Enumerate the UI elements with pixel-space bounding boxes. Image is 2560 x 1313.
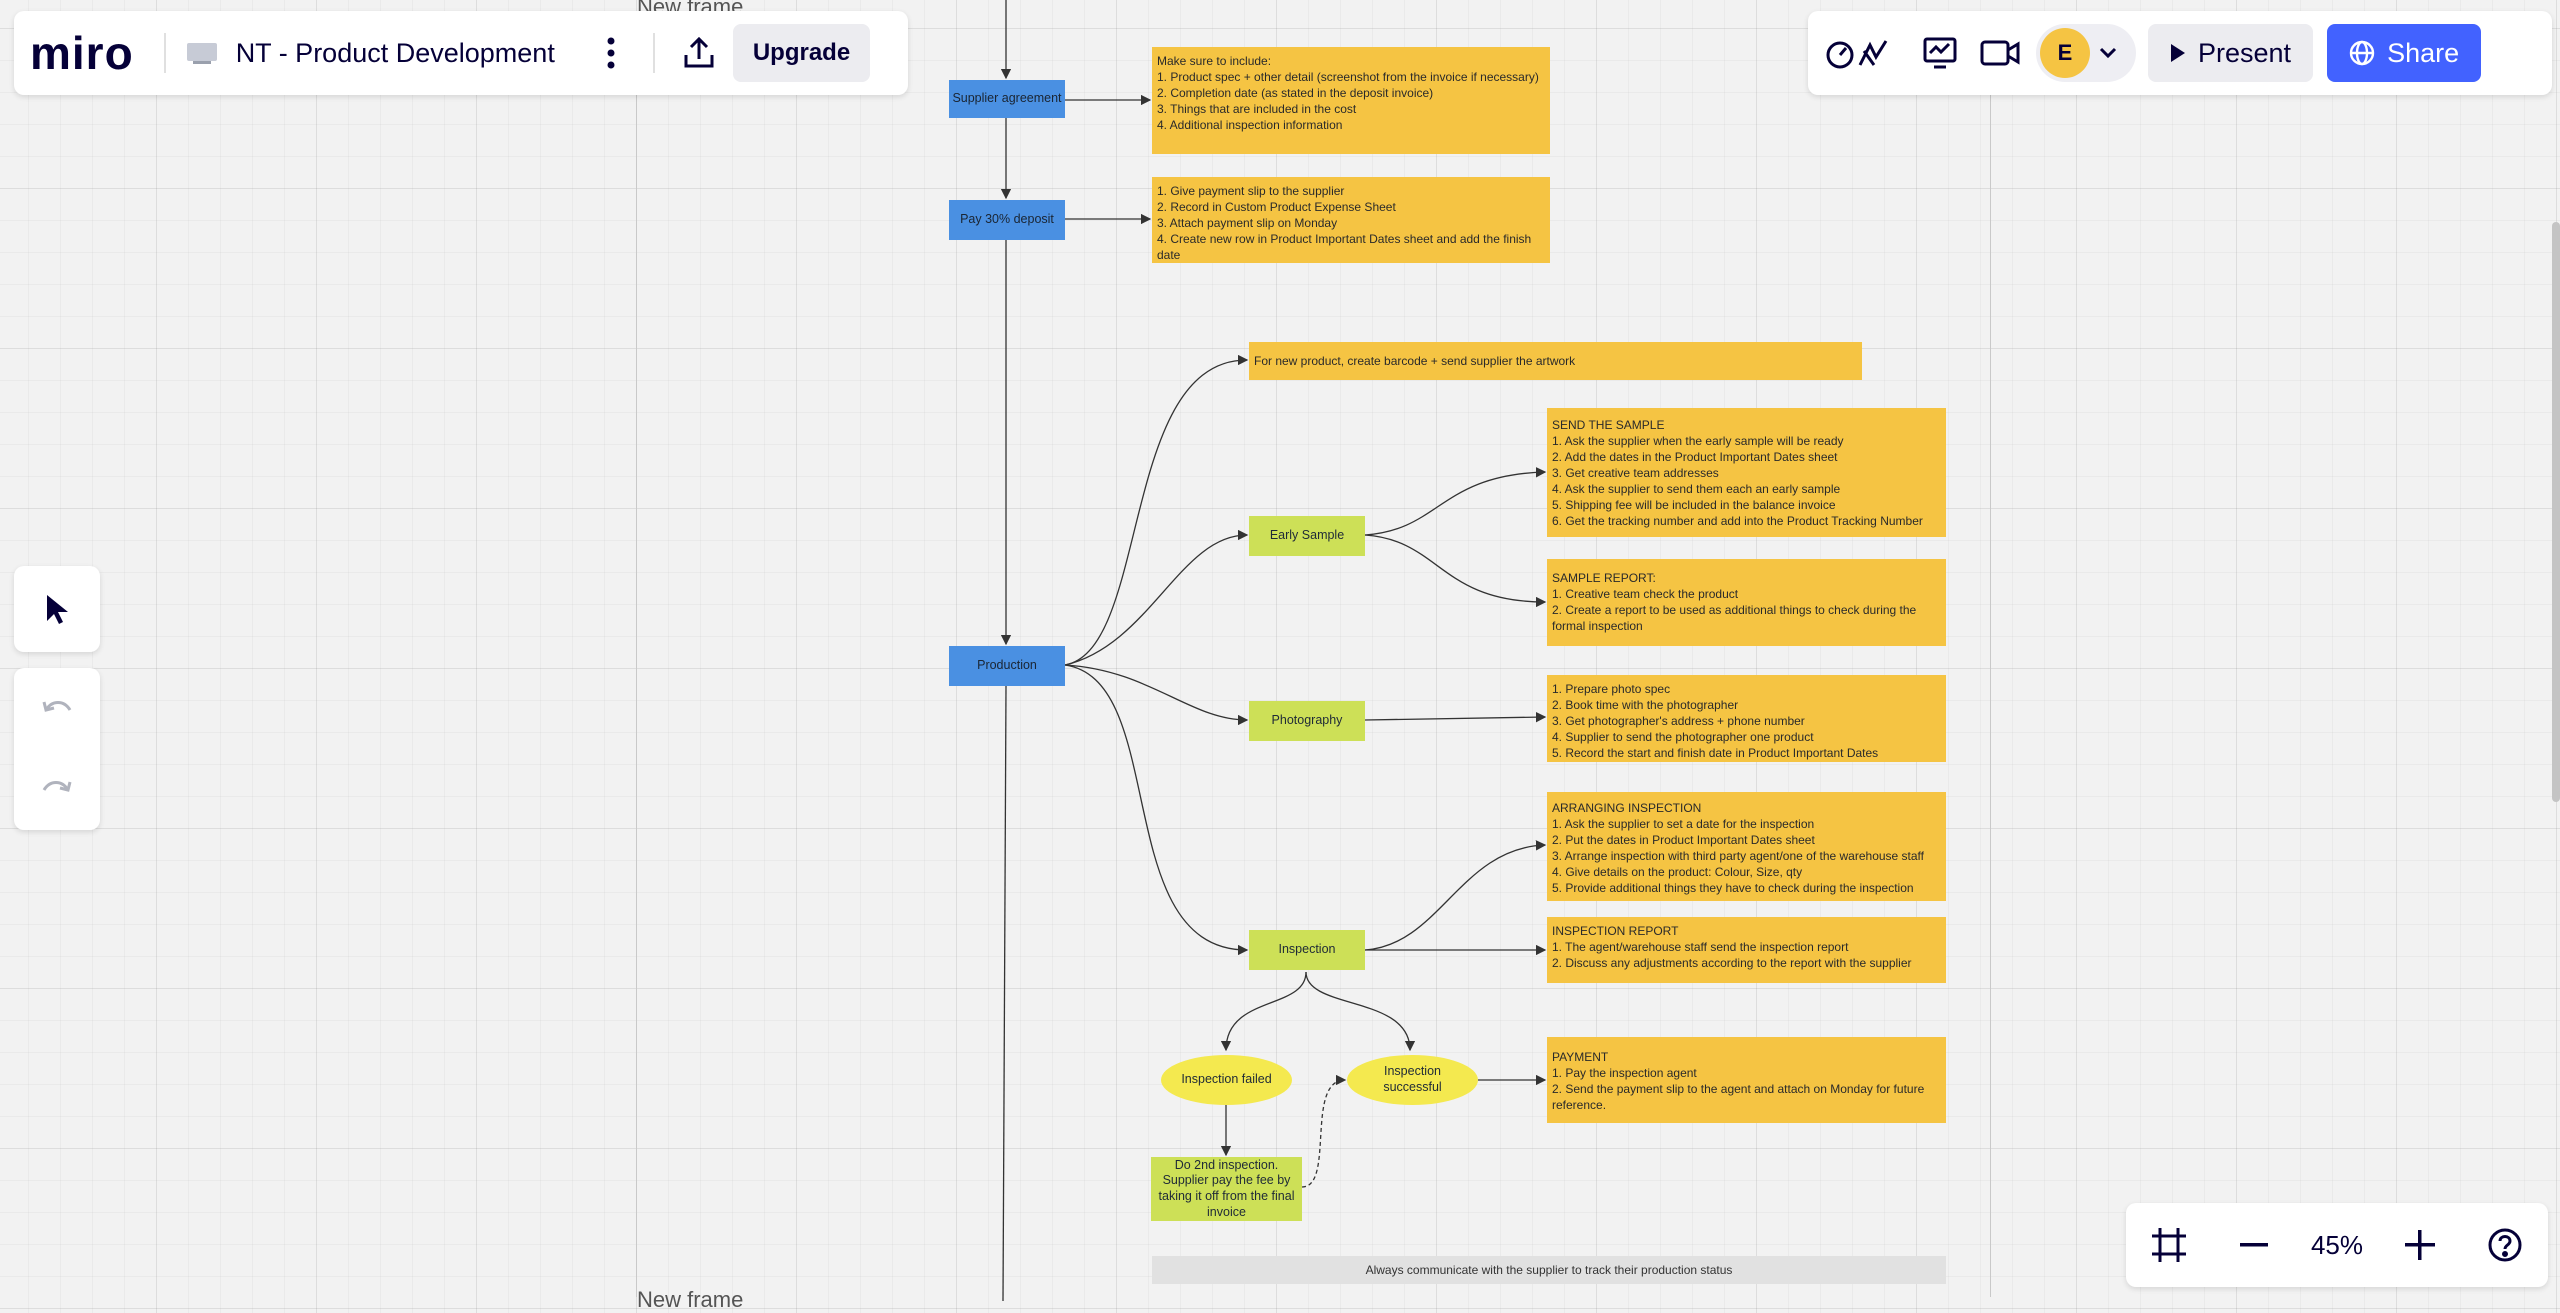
share-button[interactable]: Share (2327, 24, 2482, 82)
miro-logo[interactable]: miro (30, 27, 134, 79)
note-send-sample[interactable]: SEND THE SAMPLE 1. Ask the supplier when… (1547, 408, 1946, 537)
note-payment-slip[interactable]: 1. Give payment slip to the supplier 2. … (1152, 177, 1550, 263)
note-make-sure[interactable]: Make sure to include: 1. Product spec + … (1152, 47, 1550, 154)
help-icon[interactable] (2477, 1217, 2533, 1273)
note-photography[interactable]: 1. Prepare photo spec 2. Book time with … (1547, 675, 1946, 762)
globe-icon (2349, 40, 2375, 66)
divider (652, 33, 655, 73)
node-early-sample[interactable]: Early Sample (1249, 516, 1365, 556)
select-tool-panel (14, 566, 100, 652)
avatar[interactable]: E (2040, 28, 2090, 78)
node-inspection[interactable]: Inspection (1249, 930, 1365, 970)
activity-icon[interactable] (1912, 25, 1968, 81)
note-arranging-inspection[interactable]: ARRANGING INSPECTION 1. Ask the supplier… (1547, 792, 1946, 901)
play-icon (2171, 44, 2185, 62)
divider (163, 33, 166, 73)
note-communicate[interactable]: Always communicate with the supplier to … (1152, 1256, 1946, 1284)
chevron-down-icon[interactable] (2090, 35, 2126, 71)
board-header: miro NT - Product Development Upgrade (14, 11, 908, 95)
note-inspection-report[interactable]: INSPECTION REPORT 1. The agent/warehouse… (1547, 917, 1946, 983)
frames-icon[interactable] (2141, 1217, 2197, 1273)
export-icon[interactable] (671, 25, 727, 81)
redo-icon[interactable] (14, 748, 100, 828)
frame-border (1990, 22, 1991, 1297)
frame-border (636, 22, 637, 1297)
node-inspection-failed[interactable]: Inspection failed (1161, 1055, 1292, 1105)
zoom-level[interactable]: 45% (2310, 1229, 2364, 1260)
note-sample-report[interactable]: SAMPLE REPORT: 1. Creative team check th… (1547, 559, 1946, 646)
share-label: Share (2387, 37, 2460, 68)
node-pay-deposit[interactable]: Pay 30% deposit (949, 200, 1065, 240)
node-production[interactable]: Production (949, 646, 1065, 686)
node-photography[interactable]: Photography (1249, 701, 1365, 741)
present-label: Present (2198, 37, 2292, 68)
note-barcode[interactable]: For new product, create barcode + send s… (1249, 342, 1862, 380)
board-thumbnail-icon[interactable] (182, 25, 222, 81)
node-second-inspection[interactable]: Do 2nd inspection. Supplier pay the fee … (1151, 1157, 1302, 1221)
node-inspection-successful[interactable]: Inspection successful (1347, 1055, 1478, 1105)
vertical-scrollbar[interactable] (2552, 222, 2560, 802)
zoom-out-icon[interactable] (2226, 1217, 2282, 1273)
collaboration-toolbar: E Present Share (1808, 11, 2552, 95)
undo-icon[interactable] (14, 668, 100, 748)
node-supplier-agreement[interactable]: Supplier agreement (949, 80, 1065, 118)
present-button[interactable]: Present (2148, 24, 2314, 82)
video-call-icon[interactable] (1972, 25, 2028, 81)
collaborators-menu[interactable]: E (2036, 24, 2136, 82)
note-payment[interactable]: PAYMENT 1. Pay the inspection agent 2. S… (1547, 1037, 1946, 1123)
reactions-icon[interactable] (1818, 25, 1902, 81)
select-cursor-icon[interactable] (14, 566, 100, 652)
zoom-in-icon[interactable] (2392, 1217, 2448, 1273)
zoom-toolbar: 45% (2126, 1203, 2548, 1287)
history-panel (14, 668, 100, 830)
more-options-icon[interactable] (583, 25, 639, 81)
board-title[interactable]: NT - Product Development (235, 37, 555, 68)
upgrade-button[interactable]: Upgrade (732, 24, 871, 82)
